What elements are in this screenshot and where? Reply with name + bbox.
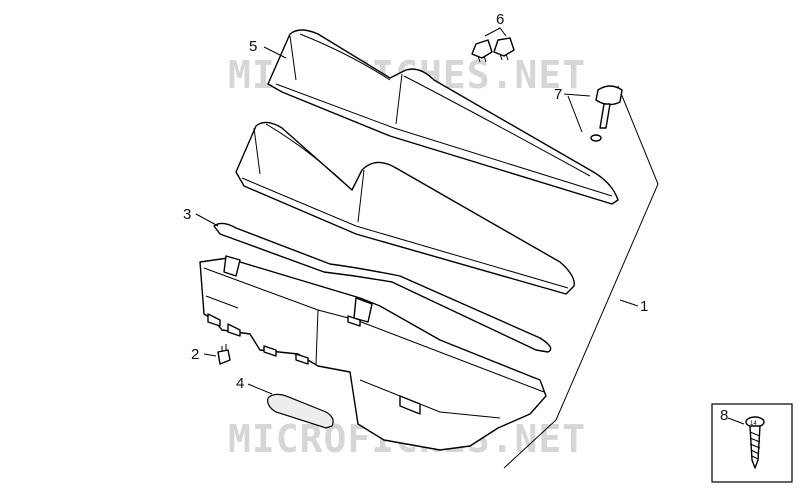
callout-3: 3 bbox=[183, 206, 191, 223]
callout-6-leader bbox=[484, 27, 507, 37]
screw-head-mark: 14 bbox=[750, 421, 757, 427]
part-8-screw-box: 14 bbox=[711, 403, 793, 483]
callout-5-leader bbox=[263, 46, 287, 59]
callout-7: 7 bbox=[554, 86, 562, 103]
callout-1: 1 bbox=[640, 298, 648, 315]
callout-1-leader bbox=[619, 299, 639, 307]
middle-cover bbox=[235, 121, 575, 295]
callout-8: 8 bbox=[720, 407, 728, 424]
part-7-sensor bbox=[590, 85, 623, 142]
callout-5: 5 bbox=[249, 38, 257, 55]
part-5-upper-cover bbox=[267, 29, 619, 205]
part-3-gasket bbox=[213, 222, 552, 353]
part-4-cap bbox=[267, 393, 334, 429]
callout-7-leader bbox=[563, 93, 591, 133]
callout-2: 2 bbox=[191, 346, 199, 363]
assembly-bracket-line bbox=[503, 85, 659, 469]
callout-2-leader bbox=[203, 353, 217, 357]
callout-6: 6 bbox=[496, 11, 504, 28]
part-2-bulb-holder bbox=[217, 344, 231, 365]
callout-4: 4 bbox=[236, 375, 244, 392]
callout-4-leader bbox=[247, 383, 273, 395]
part-6-bulbs bbox=[471, 37, 515, 63]
instrument-housing bbox=[199, 255, 547, 451]
callout-8-leader bbox=[727, 417, 745, 425]
callout-3-leader bbox=[195, 213, 219, 227]
